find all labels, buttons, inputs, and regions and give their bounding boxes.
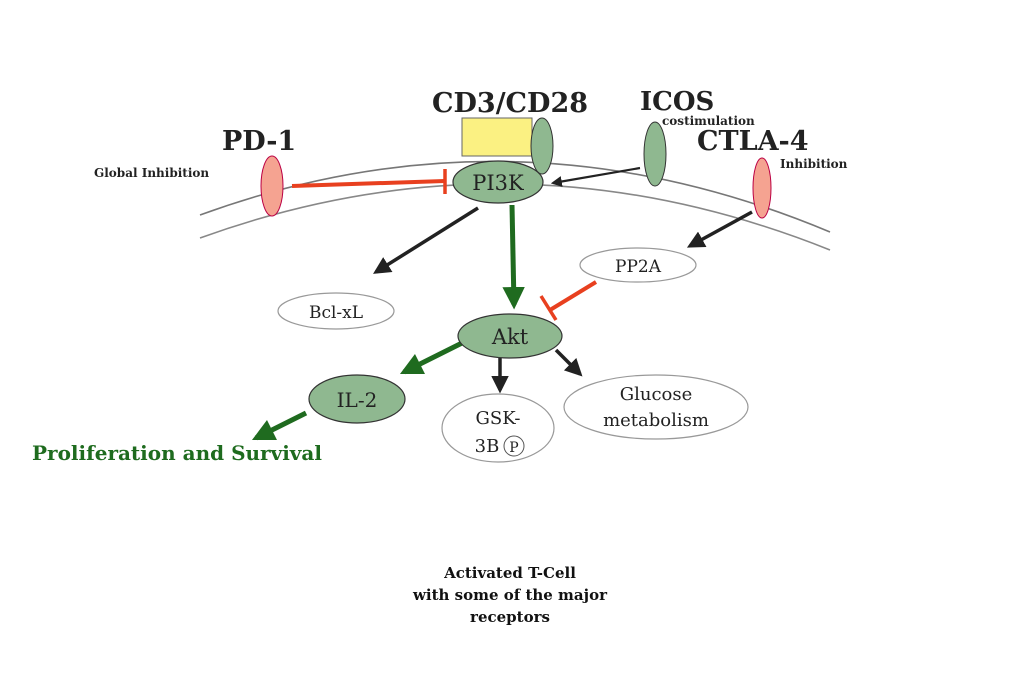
caption-line-2: with some of the major bbox=[413, 586, 607, 604]
akt-to-il2-arrow bbox=[399, 340, 464, 375]
gsk3b-node bbox=[441, 393, 555, 463]
pi3k-to-akt-arrow bbox=[502, 204, 525, 310]
pd1-label: PD-1 bbox=[222, 126, 296, 157]
proliferation-survival-label: Proliferation and Survival bbox=[32, 441, 322, 465]
phospho-label: P bbox=[509, 440, 518, 456]
membrane-outer-line bbox=[199, 160, 831, 233]
pp2a-label: PP2A bbox=[615, 257, 662, 277]
pi3k-label: PI3K bbox=[472, 171, 524, 195]
icos-label: ICOS bbox=[640, 87, 714, 117]
bclxl-label: Bcl-xL bbox=[309, 303, 363, 323]
pi3k-node bbox=[452, 160, 544, 204]
akt-label: Akt bbox=[491, 325, 529, 349]
ctla4-label: CTLA-4 bbox=[697, 126, 809, 157]
il2-to-proliferation-arrow bbox=[251, 410, 308, 441]
figure-caption: Activated T-Cell with some of the major … bbox=[300, 562, 720, 628]
phospho-circle bbox=[503, 435, 525, 457]
akt-node bbox=[457, 313, 563, 359]
akt-to-glucose-arrow bbox=[554, 348, 583, 377]
icos-receptor bbox=[643, 121, 667, 187]
pp2a-inhibition-bar bbox=[539, 295, 558, 321]
gsk3b-label-line1: GSK- bbox=[476, 408, 521, 429]
caption-line-1: Activated T-Cell bbox=[444, 564, 576, 582]
il2-node bbox=[308, 374, 406, 424]
pd1-receptor bbox=[260, 155, 284, 217]
gsk3b-label-line2: 3B bbox=[475, 436, 500, 457]
pp2a-node bbox=[579, 247, 697, 283]
cd28-receptor bbox=[530, 117, 554, 175]
glucose-node bbox=[563, 374, 749, 440]
cd3-receptor bbox=[461, 117, 533, 157]
global-inhibition-label: Global Inhibition bbox=[94, 166, 209, 180]
cd3cd28-label: CD3/CD28 bbox=[432, 88, 588, 119]
icos-to-pi3k-arrow bbox=[550, 166, 641, 187]
bclxl-node bbox=[277, 292, 395, 330]
pi3k-to-bclxl-arrow bbox=[373, 206, 479, 274]
pd1-inhibition-line bbox=[291, 179, 446, 188]
ctla4-receptor bbox=[752, 157, 772, 219]
glucose-label-line2: metabolism bbox=[603, 410, 709, 431]
inhibition-label: Inhibition bbox=[780, 157, 848, 171]
glucose-label-line1: Glucose bbox=[620, 384, 693, 405]
caption-line-3: receptors bbox=[470, 608, 550, 626]
ctla4-to-pp2a-arrow bbox=[686, 210, 753, 248]
il2-label: IL-2 bbox=[337, 388, 378, 412]
pp2a-inhibition-line bbox=[548, 280, 598, 312]
costimulation-label: costimulation bbox=[662, 114, 755, 128]
